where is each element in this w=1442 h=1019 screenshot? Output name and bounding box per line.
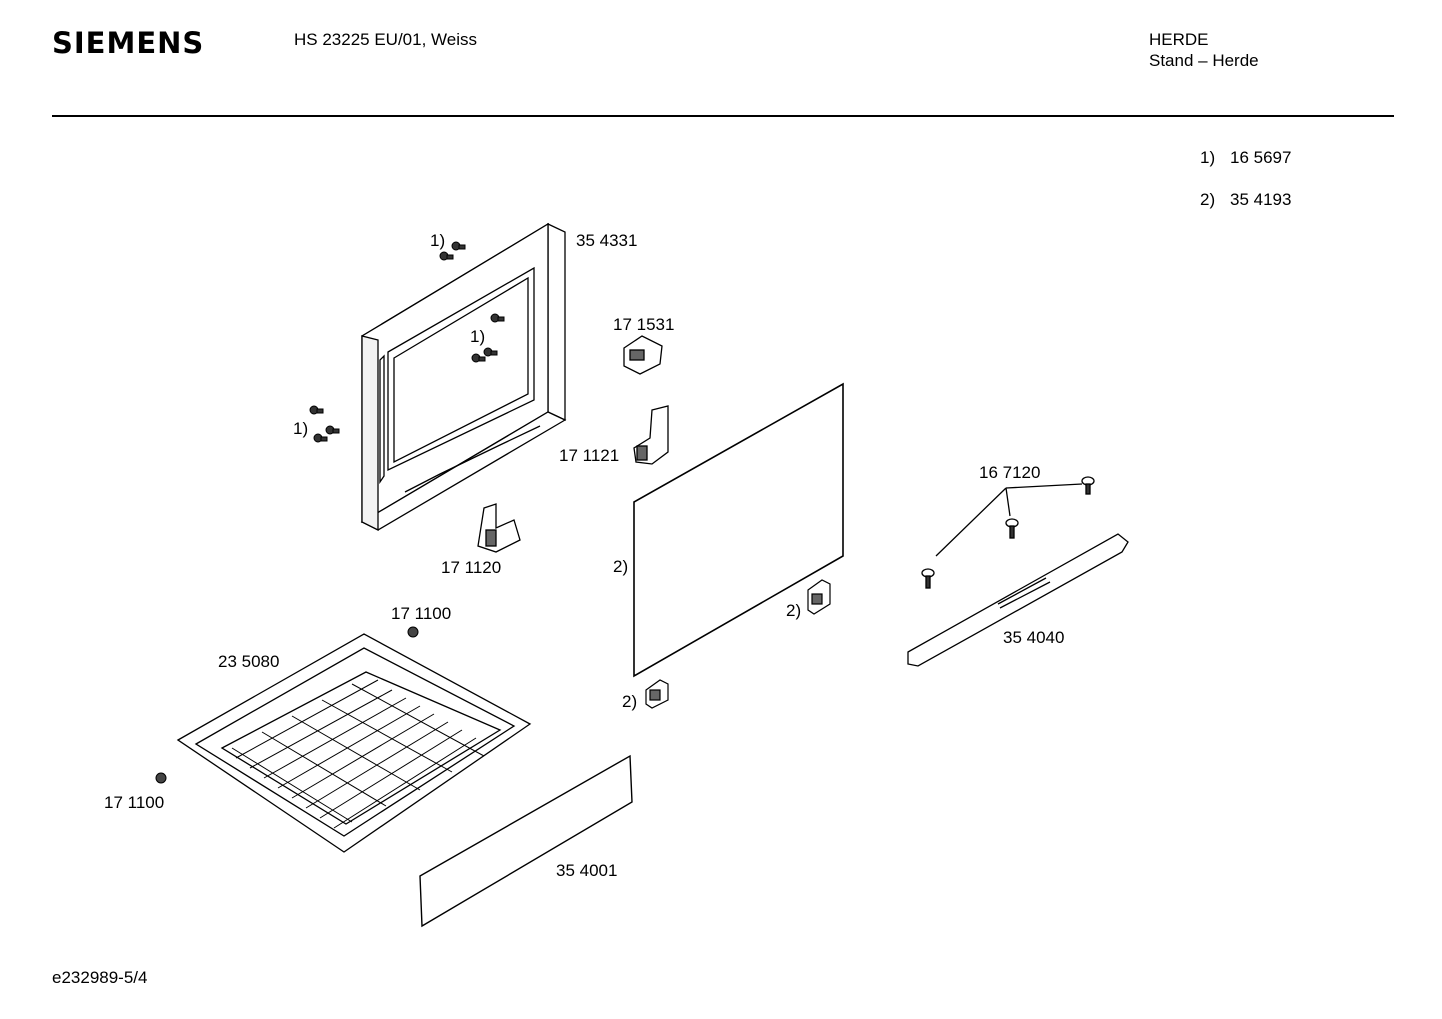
screw-group-top xyxy=(309,241,505,443)
legend-key: 1) xyxy=(1200,148,1216,167)
hinge-part-bottom xyxy=(477,503,521,553)
legend-item: 1) 16 5697 xyxy=(1200,148,1291,168)
label-clip-right: 2) xyxy=(786,601,801,620)
handle-screws-part xyxy=(921,476,1095,589)
label-foot-left: 17 1100 xyxy=(104,793,164,812)
legend-key: 2) xyxy=(1200,190,1216,209)
label-screws-top: 1) xyxy=(430,231,445,250)
label-handle: 35 4040 xyxy=(1003,628,1064,647)
label-hinge-bottom: 17 1120 xyxy=(441,558,501,577)
door-frame-part xyxy=(360,222,567,532)
drawer-tray-part xyxy=(176,633,532,853)
document-code: e232989-5/4 xyxy=(52,968,148,987)
legend-part: 35 4193 xyxy=(1230,190,1292,209)
drawer-front-panel-part xyxy=(419,754,633,928)
label-hinge-mid: 17 1121 xyxy=(559,446,619,465)
legend-part: 16 5697 xyxy=(1230,148,1292,167)
model-title: HS 23225 EU/01, Weiss xyxy=(294,30,477,49)
label-panel: 35 4001 xyxy=(556,861,617,880)
category-title: HERDE xyxy=(1149,30,1209,49)
hinge-part-mid xyxy=(633,405,669,465)
glass-clip-bottom xyxy=(645,679,669,709)
label-clip-bottom: 2) xyxy=(622,692,637,711)
handle-part xyxy=(907,533,1129,667)
label-screws-left: 1) xyxy=(293,419,308,438)
label-door-frame: 35 4331 xyxy=(576,231,637,250)
legend-item: 2) 35 4193 xyxy=(1200,190,1291,210)
label-handle-screws: 16 7120 xyxy=(979,463,1040,482)
label-glass-pane: 2) xyxy=(613,557,628,576)
foot-part-top xyxy=(407,626,419,638)
header-divider xyxy=(52,115,1394,117)
hinge-part-top xyxy=(623,335,663,375)
brand-logo: SIEMENS xyxy=(52,26,205,60)
label-hinge-top: 17 1531 xyxy=(613,315,674,334)
subcategory-title: Stand – Herde xyxy=(1149,51,1259,70)
foot-part-left xyxy=(155,772,167,784)
glass-pane-part xyxy=(633,382,844,678)
label-tray: 23 5080 xyxy=(218,652,279,671)
label-screws-inner: 1) xyxy=(470,327,485,346)
label-foot-top: 17 1100 xyxy=(391,604,451,623)
glass-clip-right xyxy=(807,579,831,615)
